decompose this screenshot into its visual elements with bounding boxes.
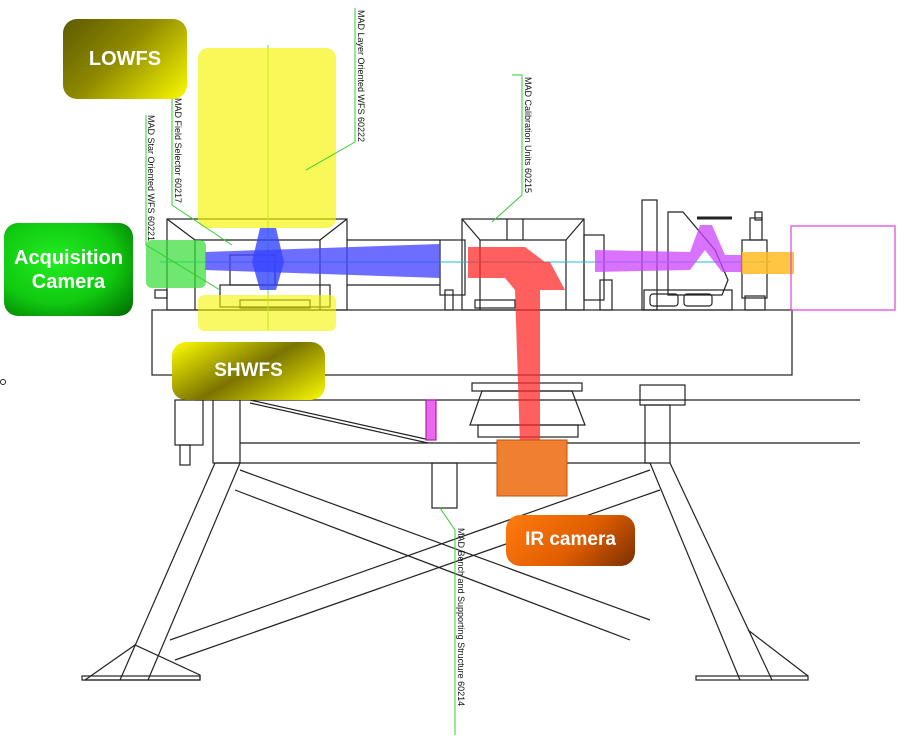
calibration-leader	[491, 74, 523, 223]
red-beam	[468, 247, 565, 445]
blue-beam	[205, 244, 440, 278]
relay-tube	[347, 239, 466, 311]
support-structure	[81, 382, 860, 681]
shwfs-pink-element	[425, 399, 437, 441]
acquisition-highlight	[146, 240, 206, 288]
layer-wfs-leader	[305, 8, 356, 171]
star-wfs-leader	[145, 115, 221, 291]
lowfs-label: LOWFS	[63, 19, 187, 99]
callout-bench-structure: MAD Bench and Supporting Structure 60214	[456, 528, 466, 706]
lowfs-highlight	[198, 48, 336, 228]
lowfs-label-text: LOWFS	[88, 48, 162, 70]
acquisition-label-line-2: Camera	[31, 270, 106, 293]
bench-leader	[439, 507, 456, 735]
callout-star-wfs: MAD Star Oriented WFS 60221	[146, 115, 156, 241]
magenta-beam	[595, 225, 742, 272]
shwfs-label: SHWFS	[172, 342, 325, 400]
ir-camera-block	[496, 439, 568, 497]
acquisition-camera-label: Acquisition Camera	[4, 223, 133, 316]
shwfs-highlight	[198, 295, 336, 331]
ir-camera-label-text: IR camera	[525, 529, 616, 551]
calibration-unit-housing	[461, 218, 613, 311]
input-frame	[790, 225, 896, 311]
blue-beam-vertical	[252, 228, 284, 290]
shwfs-label-text: SHWFS	[214, 359, 283, 381]
callout-calibration-units: MAD Calibration Units 60215	[523, 77, 533, 193]
ir-camera-label: IR camera	[506, 515, 635, 566]
callout-field-selector: MAD Field Selector 60217	[173, 98, 183, 203]
acquisition-label-line-1: Acquisition	[14, 246, 123, 269]
field-selector-leader	[171, 98, 233, 246]
callout-layer-wfs: MAD Layer Oriented WFS 60222	[356, 10, 366, 142]
orange-beam	[742, 252, 794, 274]
origin-marker	[0, 379, 6, 385]
